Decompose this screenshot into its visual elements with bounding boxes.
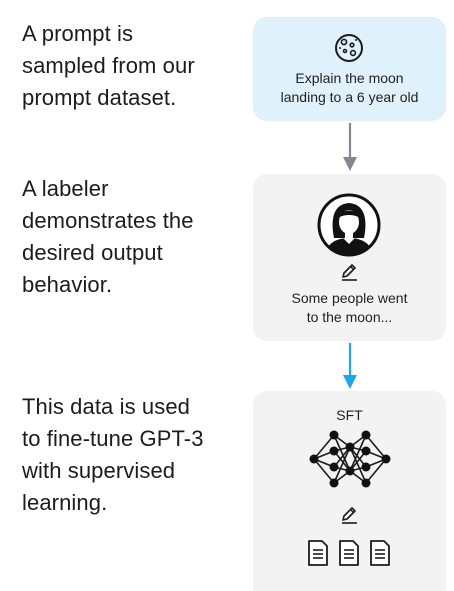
sft-card: SFT bbox=[253, 391, 446, 591]
sft-label: SFT bbox=[336, 407, 363, 423]
step-3-description: This data is used to fine-tune GPT-3 wit… bbox=[22, 394, 204, 515]
step-2-description: A labeler demonstrates the desired outpu… bbox=[22, 176, 194, 297]
document-icon bbox=[367, 539, 393, 567]
step-1-description: A prompt is sampled from our prompt data… bbox=[22, 21, 195, 110]
document-icon bbox=[305, 539, 331, 567]
arrow-down-gray bbox=[339, 123, 361, 173]
prompt-card: Explain the moon landing to a 6 year old bbox=[253, 17, 446, 121]
moon-icon bbox=[332, 31, 366, 65]
document-icon bbox=[336, 539, 362, 567]
arrow-down-blue bbox=[339, 343, 361, 391]
neural-network-icon bbox=[308, 427, 392, 491]
prompt-text: Explain the moon landing to a 6 year old bbox=[280, 70, 419, 105]
labeler-avatar-icon bbox=[316, 192, 382, 258]
demonstration-card: Some people went to the moon... bbox=[253, 174, 446, 341]
demonstration-text: Some people went to the moon... bbox=[291, 290, 408, 325]
pencil-icon bbox=[339, 262, 359, 282]
pencil-icon bbox=[339, 505, 359, 525]
